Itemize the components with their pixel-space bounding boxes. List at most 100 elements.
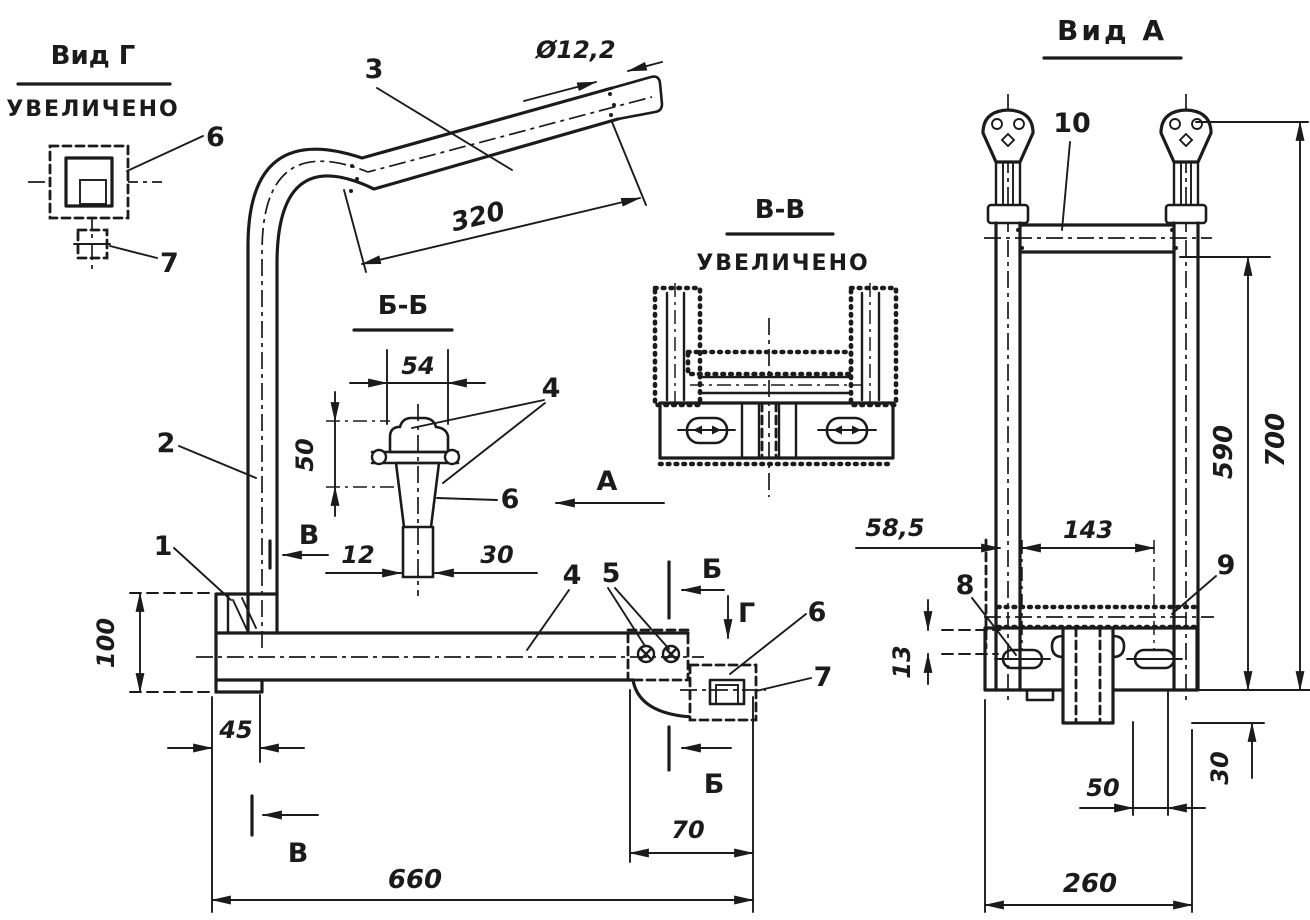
grip-collar bbox=[986, 203, 1030, 225]
dim-590: 590 bbox=[1209, 425, 1239, 479]
leader-line bbox=[614, 587, 670, 650]
detail-g-callout-6: 6 bbox=[206, 122, 225, 153]
grip-hole bbox=[1191, 118, 1203, 130]
bolt-end-left bbox=[370, 448, 388, 466]
callout-6: 6 bbox=[808, 597, 827, 628]
section-v-letter-mid: В bbox=[299, 520, 320, 551]
callout-4: 4 bbox=[563, 560, 582, 591]
bolt-left bbox=[636, 644, 656, 664]
slot-arrow bbox=[833, 425, 842, 435]
handle-tip-stub bbox=[610, 75, 664, 121]
leader-line bbox=[755, 677, 812, 692]
diameter-arrow-left bbox=[523, 81, 598, 102]
extension-line bbox=[611, 121, 647, 206]
left-bracket-plate bbox=[214, 592, 279, 694]
weld-mark bbox=[232, 599, 248, 631]
left-grip bbox=[981, 94, 1035, 232]
dim-width-54: 54 bbox=[401, 352, 434, 380]
leader-line bbox=[526, 589, 570, 651]
dim-58-5: 58,5 bbox=[865, 514, 924, 542]
channel-right-wall bbox=[848, 285, 899, 408]
section-v-letter-bottom: В bbox=[288, 838, 309, 869]
dim-tip-diameter: Ø12,2 bbox=[534, 36, 616, 64]
callout-9: 9 bbox=[1217, 550, 1236, 581]
extension-line bbox=[343, 189, 367, 273]
dim-total-660: 660 bbox=[388, 865, 442, 895]
grip-hole bbox=[1013, 118, 1025, 130]
grip-diamond bbox=[1000, 132, 1016, 148]
detail-g-inner-square bbox=[79, 179, 107, 205]
dim-260: 260 bbox=[1063, 869, 1117, 899]
weld-dots bbox=[1016, 228, 1178, 250]
socket-outer-square bbox=[688, 663, 758, 722]
weld-dots bbox=[349, 92, 616, 193]
grip-collar bbox=[1164, 203, 1208, 225]
dim-143: 143 bbox=[1063, 516, 1113, 544]
leader-line bbox=[1061, 141, 1071, 231]
section-bb-title: Б-Б bbox=[378, 291, 428, 321]
dim-height-100: 100 bbox=[92, 618, 120, 668]
right-grip bbox=[1159, 94, 1213, 232]
left-foot bbox=[214, 678, 264, 694]
section-b-letter-top: Б bbox=[702, 554, 723, 585]
leader-line bbox=[1171, 575, 1217, 615]
dim-wall-12: 12 bbox=[341, 541, 374, 569]
section-bb-lower-block bbox=[394, 461, 441, 529]
grip-hole bbox=[1169, 118, 1181, 130]
center-block-hatch-left bbox=[740, 401, 761, 460]
leader-line bbox=[411, 399, 545, 429]
callout-2: 2 bbox=[157, 428, 176, 459]
view-a-letter: А bbox=[597, 466, 618, 497]
leader-line bbox=[971, 597, 1017, 656]
detail-g-subtitle: УВЕЛИЧЕНО bbox=[6, 97, 179, 122]
view-a: Вид А bbox=[855, 14, 1310, 913]
socket-ear-right bbox=[1111, 634, 1126, 659]
socket-inner-square bbox=[715, 684, 739, 705]
diameter-arrow-right bbox=[626, 61, 663, 72]
handle-tube-outer-edge bbox=[246, 86, 614, 635]
leader-line bbox=[109, 245, 158, 259]
section-vv-subtitle: УВЕЛИЧЕНО bbox=[696, 251, 869, 276]
dim-width-30: 30 bbox=[480, 541, 513, 569]
section-vv-title: В-В bbox=[755, 195, 805, 225]
leader-line bbox=[173, 547, 232, 601]
center-socket-stub bbox=[1061, 626, 1115, 725]
bolt-end-right bbox=[443, 448, 461, 466]
detail-g-callout-7: 7 bbox=[160, 248, 179, 279]
center-block-hatch-right bbox=[777, 401, 798, 460]
section-bb-callout-4: 4 bbox=[542, 373, 561, 404]
channel-left-wall bbox=[652, 285, 703, 408]
section-bb: Б-Б 54 50 12 30 4 6 bbox=[291, 291, 560, 596]
leader-line bbox=[178, 445, 257, 479]
grip-head bbox=[981, 108, 1035, 164]
grip-hole bbox=[991, 118, 1003, 130]
main-side-view: Ø12,2 320 3 bbox=[92, 36, 833, 913]
handle-tube-inner-edge bbox=[275, 117, 620, 635]
dim-50: 50 bbox=[1086, 774, 1119, 802]
dim-line-320 bbox=[360, 197, 642, 265]
leader-line bbox=[126, 135, 204, 172]
dim-offset-70: 70 bbox=[671, 816, 704, 844]
bolt-bracket-hidden-outline bbox=[626, 628, 690, 682]
detail-view-g: Вид Г УВЕЛИЧЕНО 6 7 bbox=[6, 41, 224, 279]
callout-5: 5 bbox=[602, 558, 621, 589]
weld-mark bbox=[241, 597, 257, 629]
section-bb-tube-stub bbox=[401, 525, 435, 579]
leader-line bbox=[442, 402, 546, 484]
dim-height-50: 50 bbox=[291, 438, 319, 471]
grip-diamond bbox=[1178, 132, 1194, 148]
handle-tube-centerline bbox=[261, 96, 653, 648]
detail-g-title: Вид Г bbox=[51, 41, 136, 71]
leader-line bbox=[607, 587, 646, 647]
leader-line bbox=[729, 613, 807, 675]
leader-line bbox=[436, 497, 498, 501]
callout-3: 3 bbox=[365, 54, 384, 85]
dim-700: 700 bbox=[1261, 413, 1291, 467]
view-g-letter: Г bbox=[738, 598, 755, 629]
leader-line bbox=[376, 87, 513, 171]
small-foot bbox=[1025, 688, 1055, 702]
callout-7: 7 bbox=[814, 662, 833, 693]
callout-8: 8 bbox=[956, 570, 975, 601]
socket-ear-left bbox=[1050, 634, 1065, 659]
